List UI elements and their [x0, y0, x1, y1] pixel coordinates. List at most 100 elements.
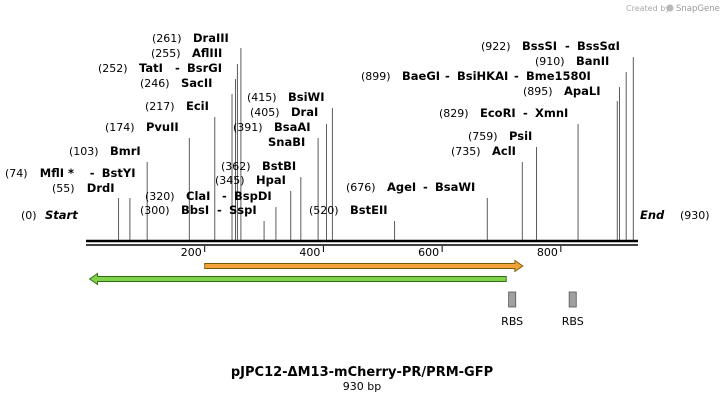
site-label-21[interactable]: (829)EcoRI-XmnI — [439, 106, 568, 120]
ruler-tick-label: 400 — [299, 246, 320, 259]
site-position: (391) — [233, 121, 263, 134]
dna-backbone — [86, 239, 638, 246]
site-label-6[interactable]: (252) TatI-BsrGI — [98, 61, 222, 75]
site-label-15[interactable]: (405) DraI — [250, 105, 318, 119]
site-label-0[interactable]: (74)MflI *-BstYI — [5, 166, 136, 180]
site-label-12[interactable]: (362)BstBI — [221, 159, 296, 173]
end-position: (930) — [680, 209, 710, 222]
site-position: (910) — [535, 55, 565, 68]
orange-arrow[interactable] — [204, 259, 524, 273]
site-name: AgeI — [387, 180, 416, 194]
site-position: (252) — [98, 62, 128, 75]
end-label: End — [640, 208, 665, 222]
credit-brand: SnapGene — [676, 4, 720, 14]
site-label-13[interactable]: (391) BsaAI — [233, 120, 311, 134]
site-label-25[interactable]: (922) BssSI-BssSαI — [481, 39, 620, 53]
site-position: (922) — [481, 40, 511, 53]
site-name-separator: - — [423, 180, 428, 194]
site-label-19[interactable]: (735)AclI — [451, 144, 516, 158]
site-name-separator: - — [445, 69, 450, 83]
site-name: BssSI — [522, 39, 557, 53]
site-label-22[interactable]: (895) ApaLI — [523, 84, 601, 98]
site-name: DraIII — [193, 31, 229, 45]
site-name: BsiWI — [288, 90, 325, 104]
site-name: ApaLI — [564, 84, 601, 98]
site-name: BssSαI — [577, 39, 620, 53]
site-name-separator: - — [90, 166, 95, 180]
site-label-16[interactable]: (415) BsiWI — [247, 90, 325, 104]
site-label-7[interactable]: (255) AflIII — [151, 46, 222, 60]
site-name: DraI — [291, 105, 318, 119]
rbs-box[interactable] — [508, 291, 517, 308]
snapgene-logo-icon — [666, 4, 674, 12]
site-name: AflIII — [192, 46, 222, 60]
site-label-17[interactable]: (520) BstEII — [309, 203, 388, 217]
site-label-23[interactable]: (899)BaeGI-BsiHKAI-Bme1580I — [361, 69, 591, 83]
site-label-1[interactable]: (55)DrdI — [52, 181, 115, 195]
site-name: SnaBI — [268, 135, 305, 149]
site-name: SacII — [181, 76, 212, 90]
site-name: PvuII — [146, 120, 179, 134]
site-position: (217) — [145, 100, 175, 113]
site-name: BsaAI — [274, 120, 311, 134]
site-position: (899) — [361, 70, 391, 83]
site-name-separator: - — [523, 106, 528, 120]
site-label-2[interactable]: (103)BmrI — [69, 144, 141, 158]
site-lines — [118, 48, 634, 240]
site-name: BsrGI — [187, 61, 222, 75]
site-position: (405) — [250, 106, 280, 119]
site-position: (520) — [309, 204, 339, 217]
site-name-separator: - — [222, 189, 227, 203]
ruler-tick-label: 800 — [537, 246, 558, 259]
site-name: BsaWI — [435, 180, 475, 194]
site-position: (55) — [52, 182, 75, 195]
site-name-separator: - — [175, 61, 180, 75]
start-position: (0) — [21, 209, 37, 222]
site-label-8[interactable]: (261)DraIII — [152, 31, 229, 45]
site-name: EciI — [186, 99, 209, 113]
site-label-14[interactable]: SnaBI — [268, 135, 305, 149]
rbs-label: RBS — [562, 315, 584, 328]
site-label-18[interactable]: (676) AgeI-BsaWI — [346, 180, 475, 194]
site-label-10[interactable]: (300)BbsI-SspI — [140, 203, 257, 217]
site-labels: (261)DraIII(255)AflIII(252)TatI-BsrGI(24… — [5, 31, 620, 217]
site-position: (415) — [247, 91, 277, 104]
site-label-20[interactable]: (759)PsiI — [468, 129, 532, 143]
site-name: SspI — [229, 203, 257, 217]
site-position: (895) — [523, 85, 553, 98]
site-position: (320) — [145, 190, 175, 203]
site-position: (174) — [105, 121, 135, 134]
credit-prefix: Created by — [626, 4, 670, 13]
site-name: Bme1580I — [526, 69, 591, 83]
site-label-24[interactable]: (910)BanII — [535, 54, 609, 68]
site-name: ClaI — [186, 189, 210, 203]
site-position: (676) — [346, 181, 376, 194]
features — [88, 259, 524, 286]
site-name: BbsI — [181, 203, 209, 217]
site-label-5[interactable]: (246)SacII — [140, 76, 212, 90]
site-name: BspDI — [234, 189, 272, 203]
site-position: (103) — [69, 145, 99, 158]
site-name-separator: - — [217, 203, 222, 217]
site-name: TatI — [139, 61, 163, 75]
rbs-box[interactable] — [568, 291, 577, 308]
site-name-separator: - — [565, 39, 570, 53]
site-position: (345) — [215, 174, 245, 187]
site-label-4[interactable]: (217) EciI — [145, 99, 209, 113]
ruler-tick-label: 600 — [418, 246, 439, 259]
site-position: (255) — [151, 47, 181, 60]
site-name: BstYI — [102, 166, 136, 180]
site-label-9[interactable]: (320) ClaI-BspDI — [145, 189, 272, 203]
site-position: (759) — [468, 130, 498, 143]
green-arrow[interactable] — [88, 272, 507, 286]
site-label-11[interactable]: (345) HpaI — [215, 173, 286, 187]
site-name: HpaI — [256, 173, 286, 187]
site-name-separator: - — [514, 69, 519, 83]
site-name: XmnI — [535, 106, 568, 120]
site-name: BsiHKAI — [457, 69, 508, 83]
site-name: EcoRI — [480, 106, 516, 120]
site-name: BstEII — [350, 203, 388, 217]
site-label-3[interactable]: (174) PvuII — [105, 120, 179, 134]
